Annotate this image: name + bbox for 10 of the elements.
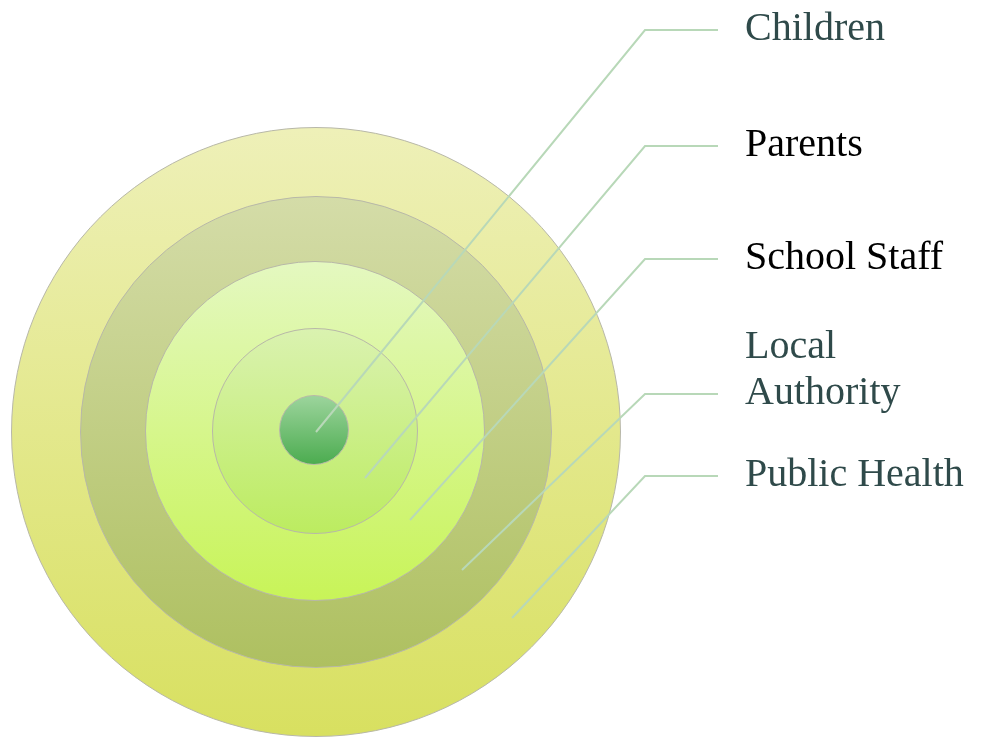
leader-line (409, 258, 719, 521)
stakeholder-label: School Staff (745, 233, 1007, 279)
stakeholder-label: Local Authority (745, 322, 945, 414)
leader-line (461, 393, 719, 571)
stakeholder-label: Public Health (745, 450, 1007, 496)
stakeholder-label: Children (745, 4, 1005, 50)
leader-line (364, 145, 719, 479)
leader-line (315, 29, 719, 433)
stakeholder-label: Parents (745, 120, 1005, 166)
leader-line (511, 475, 719, 619)
